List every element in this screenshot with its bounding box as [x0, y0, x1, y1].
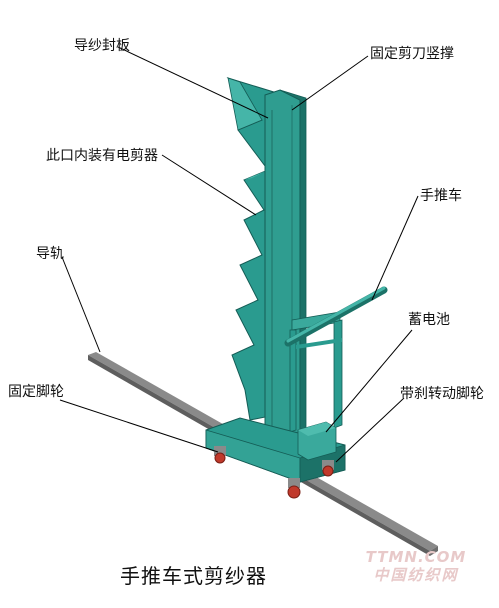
- leader-lines: [59, 46, 419, 463]
- label-fixed-wheel: 固定脚轮: [8, 384, 64, 400]
- leader-fixed-wheel: [59, 399, 219, 453]
- site-watermark: TTMN.COM 中国纺织网: [356, 548, 476, 584]
- leader-cutter-post: [291, 55, 369, 111]
- handle-frame: [289, 311, 343, 433]
- leader-handle: [371, 195, 419, 301]
- leader-guide-plate: [117, 46, 269, 119]
- label-inner-scissors: 此口内装有电剪器: [46, 148, 158, 164]
- leader-rail: [61, 256, 101, 353]
- diagram-caption: 手推车式剪纱器: [120, 564, 267, 588]
- watermark-line-1: TTMN.COM: [365, 548, 467, 566]
- leader-inner-scissors: [161, 154, 257, 216]
- brake-swivel-wheel: [322, 460, 334, 477]
- fixed-cutter-post: [264, 89, 307, 446]
- fixed-caster-wheel: [214, 446, 226, 464]
- push-handle: [284, 286, 388, 347]
- label-guide-plate: 导纱封板: [74, 38, 130, 54]
- label-rail: 导轨: [36, 246, 64, 262]
- leader-brake-wheel: [335, 397, 405, 463]
- leader-battery: [325, 329, 413, 433]
- label-fixed-cutter-post: 固定剪刀竖撑: [370, 46, 454, 62]
- label-handle: 手推车: [420, 188, 462, 204]
- watermark-line-2: 中国纺织网: [373, 566, 459, 584]
- fixed-caster-wheel-2: [287, 478, 301, 499]
- label-brake-wheel: 带刹转动脚轮: [400, 386, 484, 402]
- label-battery: 蓄电池: [408, 312, 450, 328]
